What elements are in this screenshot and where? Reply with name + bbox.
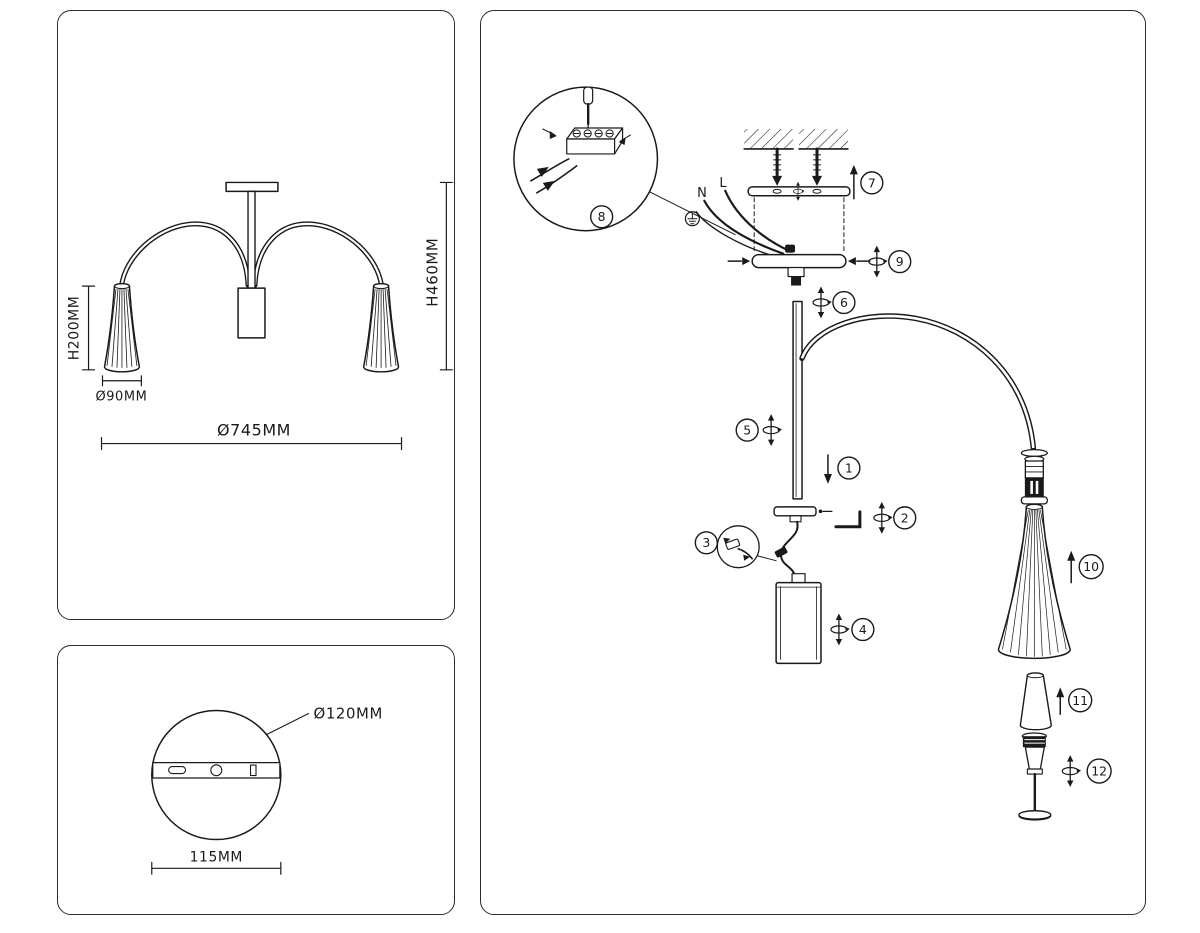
svg-text:1: 1 [845, 460, 853, 475]
lamp-shade-right [362, 282, 400, 373]
canopy-side-screw-left-icon [727, 257, 751, 266]
step-4-rotate-icon [830, 612, 851, 647]
dim-fixture-diameter: Ø745MM [100, 421, 403, 451]
dim-fixture-height: H460MM [423, 181, 453, 371]
step-11-badge: 11 [1068, 688, 1093, 713]
mount-bar [152, 762, 281, 779]
svg-text:12: 12 [1091, 764, 1107, 779]
cable-hole [249, 764, 257, 777]
allen-key-icon [834, 510, 862, 529]
step-1-arrow-icon [823, 454, 832, 484]
base-plate-drawing: Ø120MM 115MM [151, 704, 383, 875]
svg-text:2: 2 [901, 510, 909, 525]
base-plate-panel: Ø120MM 115MM [57, 645, 455, 915]
step-2-rotate-icon [873, 501, 894, 535]
step-6-rotate-icon [812, 285, 833, 320]
svg-text:3: 3 [702, 535, 710, 550]
inner-diffuser [1019, 672, 1052, 731]
stem-rod [792, 300, 803, 500]
supply-wires: N L [684, 176, 796, 258]
shade-height-label: H200MM [67, 296, 83, 361]
wire-connector [785, 244, 796, 253]
arm-hub-plate [773, 506, 817, 523]
dim-mount-spacing: 115MM [151, 849, 282, 875]
canopy [751, 253, 847, 286]
svg-text:5: 5 [743, 423, 751, 438]
dimensions-panel: H200MM Ø90MM H460MM Ø745MM [57, 10, 455, 620]
center-body [237, 287, 266, 339]
svg-text:7: 7 [868, 175, 876, 190]
step-10-arrow-icon [1067, 550, 1076, 584]
dimension-drawing: H200MM Ø90MM H460MM Ø745MM [67, 181, 453, 451]
mounting-plate-top-view [151, 709, 282, 841]
fixture-height-label: H460MM [423, 238, 441, 307]
step-5-badge: 5 [735, 418, 759, 442]
bottom-socket-finial [1018, 732, 1052, 821]
ceiling-plate [225, 181, 279, 193]
step-7-badge: 7 [860, 171, 884, 195]
alignment-dashes [753, 197, 845, 254]
svg-text:4: 4 [859, 622, 867, 637]
svg-text:11: 11 [1072, 693, 1088, 708]
exploded-assembly-drawing: 7 [513, 86, 1112, 821]
step-7-arrow-icon [849, 164, 858, 200]
dim-shade-diameter: Ø90MM [95, 375, 147, 405]
arm-arc [799, 313, 1037, 451]
step-4-badge: 4 [851, 617, 875, 642]
assembly-panel: 7 [480, 10, 1146, 915]
lamp-shade-left [103, 282, 141, 373]
mounting-bracket [747, 181, 851, 202]
step-2-badge: 2 [893, 506, 917, 530]
step-9-badge: 9 [888, 249, 912, 274]
step-9-rotate-icon [868, 245, 889, 279]
center-hole [210, 764, 223, 777]
step-12-rotate-icon [1061, 754, 1082, 788]
lamp-socket [1020, 448, 1048, 505]
shade-diameter-label: Ø90MM [95, 390, 147, 405]
connector-leader-line [756, 555, 777, 562]
connector-detail-circle [716, 525, 760, 569]
svg-text:8: 8 [598, 209, 606, 224]
stem [247, 190, 256, 289]
svg-text:6: 6 [840, 295, 848, 310]
big-shade [997, 503, 1071, 660]
wiring-detail-circle [513, 86, 659, 232]
canopy-side-screw-right-icon [847, 257, 871, 266]
detail-arrows [542, 128, 632, 145]
svg-text:9: 9 [896, 254, 904, 269]
dim-shade-height: H200MM [67, 285, 96, 371]
step-6-badge: 6 [832, 290, 856, 315]
step-11-arrow-icon [1056, 687, 1065, 715]
detail-wires [530, 158, 578, 194]
ground-symbol-icon [684, 211, 777, 258]
svg-text:10: 10 [1083, 559, 1099, 574]
body-cylinder [775, 573, 822, 665]
mounting-screws [772, 147, 822, 186]
screwdriver-icon [583, 86, 594, 132]
ceiling-lamp-front-view [103, 181, 400, 373]
step-12-badge: 12 [1086, 758, 1112, 784]
step-1-badge: 1 [837, 456, 861, 480]
slot-hole [168, 766, 187, 775]
step-10-badge: 10 [1078, 554, 1104, 580]
plate-diameter-label: Ø120MM [314, 704, 383, 722]
ceiling-hatch [743, 129, 849, 150]
set-screw-pin [818, 509, 833, 514]
fixture-diameter-label: Ø745MM [217, 421, 291, 440]
step-8-badge: 8 [589, 205, 614, 229]
terminal-block [566, 127, 624, 155]
wire-l-label: L [719, 176, 727, 191]
step-3-badge: 3 [694, 531, 718, 555]
step-5-rotate-icon [762, 413, 783, 447]
mount-spacing-label: 115MM [190, 849, 243, 865]
wire-plug [774, 546, 788, 558]
wire-n-label: N [697, 186, 707, 201]
dim-plate-diameter: Ø120MM [266, 704, 383, 735]
detail-leader-line [648, 191, 736, 236]
